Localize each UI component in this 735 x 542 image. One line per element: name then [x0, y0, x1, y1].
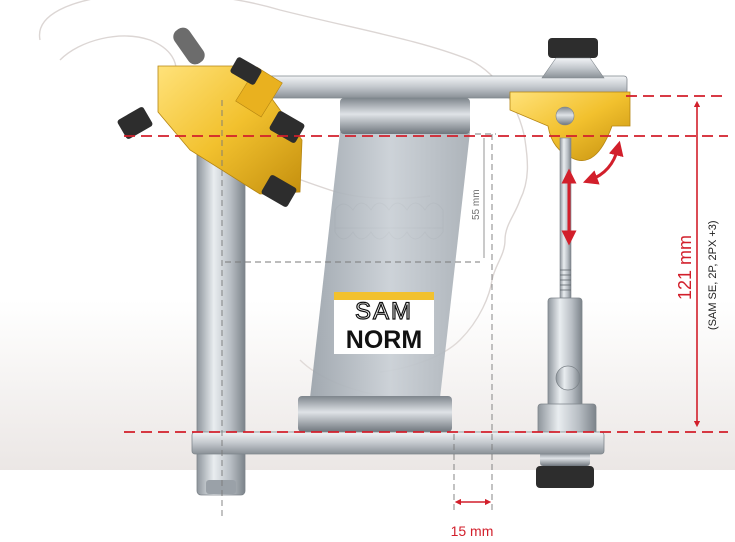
incisal-pin-base — [537, 403, 597, 435]
lower-frame-arm — [191, 431, 605, 455]
reference-lines — [124, 95, 728, 433]
bottom-lock-nut — [540, 452, 590, 466]
incisal-height-label: 55 mm — [471, 189, 482, 220]
lever-handle — [173, 27, 205, 65]
sam-norm-logo: SAM NORM — [334, 292, 434, 354]
condylar-guidance-housing — [157, 65, 303, 195]
bottom-knob — [536, 466, 594, 488]
upper-column-cap — [340, 98, 470, 134]
knob-collar — [541, 57, 605, 79]
rotation-adjust-arrow — [582, 140, 624, 185]
incisal-pin-sleeve — [547, 297, 583, 409]
post-foot — [206, 480, 236, 494]
logo-norm-text: NORM — [346, 326, 422, 354]
adjustment-screw-icon — [117, 57, 305, 207]
lower-column-cap — [298, 396, 452, 432]
thread-marks — [560, 269, 571, 291]
offset-dimension-value: 15 mm — [451, 523, 494, 539]
incisal-pin-knob — [548, 38, 598, 58]
logo-sam-text: SAM — [355, 298, 413, 325]
sleeve-screw — [555, 365, 581, 391]
height-dimension-note: (SAM SE, 2P, 2PX +3) — [707, 220, 719, 330]
height-dimension-value: 121 mm — [675, 235, 695, 300]
construction-lines — [221, 100, 496, 520]
